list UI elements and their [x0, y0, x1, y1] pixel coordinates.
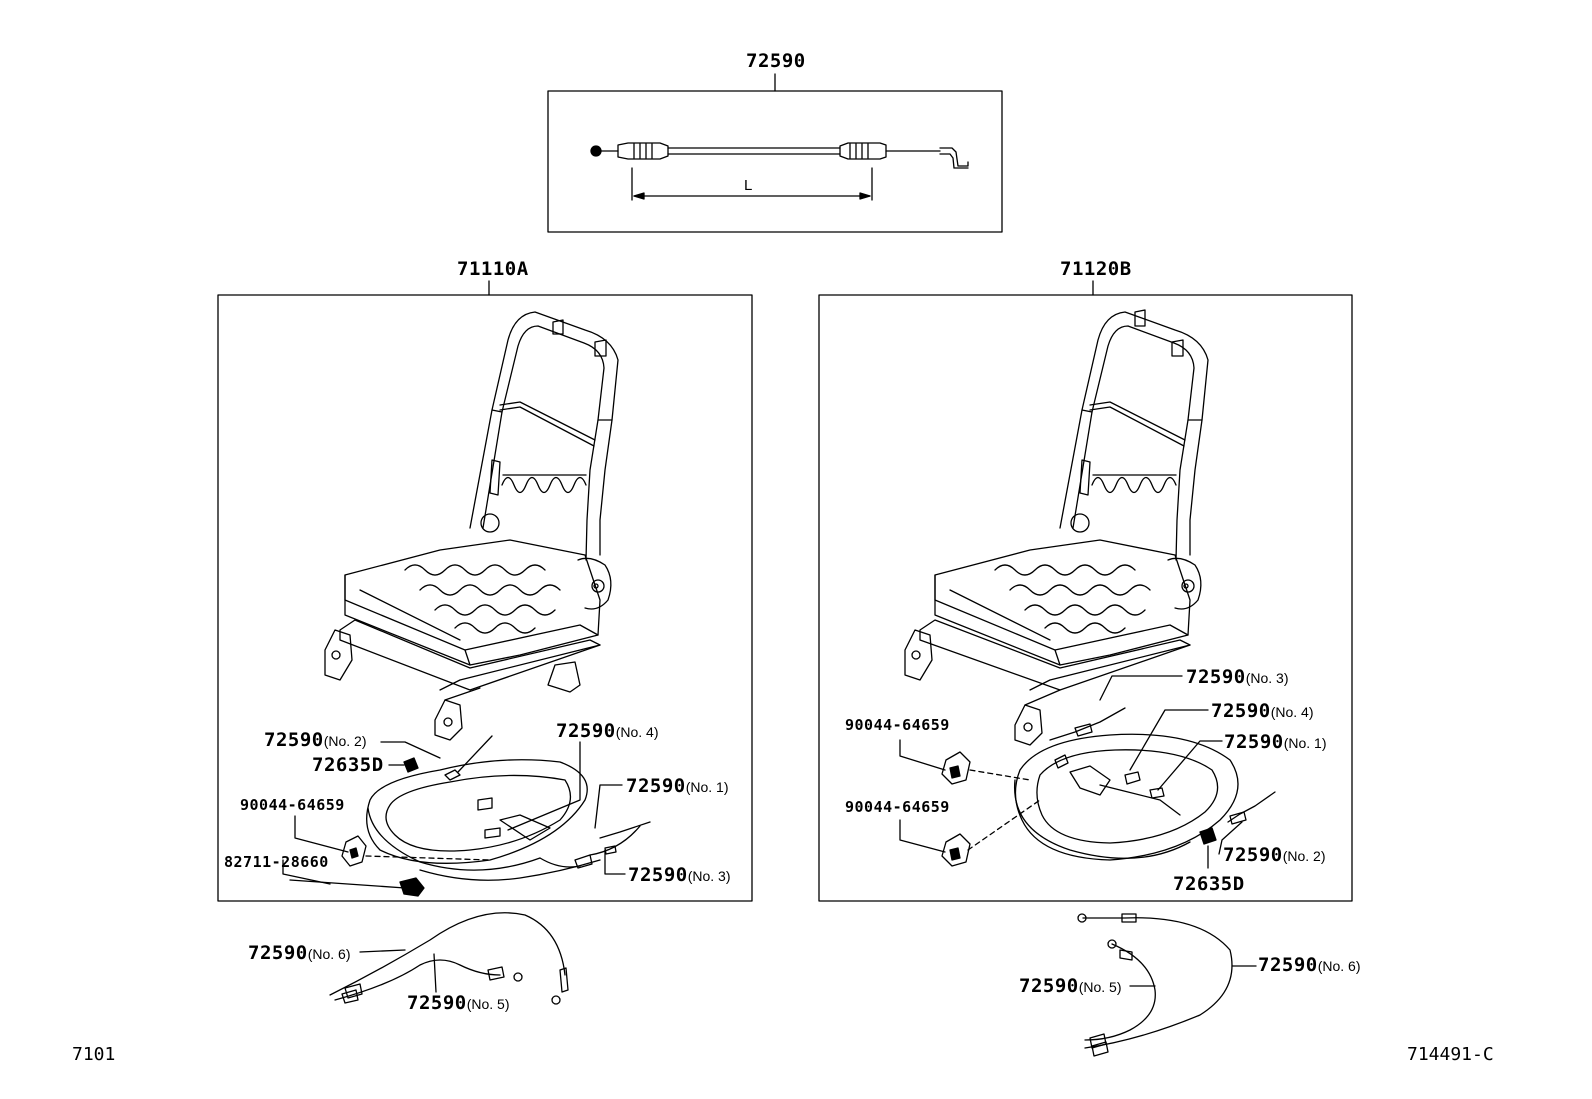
left-callout-cable-no3: 72590(No. 3): [628, 864, 731, 886]
right-callout-cable-no2: 72590(No. 2): [1223, 844, 1326, 866]
page-code-right: 714491-C: [1407, 1044, 1494, 1065]
top-cable-frame: [547, 90, 1003, 233]
left-callout-cable-no1: 72590(No. 1): [626, 775, 729, 797]
right-seat-frame-illustration: [904, 309, 1209, 746]
right-callout-clip-upper: 90044-64659: [845, 716, 950, 734]
right-outside-cables: [1077, 913, 1257, 1057]
left-callout-cover: 72635D: [312, 754, 384, 776]
right-assembly-group: [818, 280, 1353, 902]
left-cable-bundle: [366, 735, 651, 881]
left-callout-clip: 90044-64659: [240, 796, 345, 814]
right-callout-leaders: [899, 675, 1243, 869]
top-cable-group: [547, 73, 1003, 233]
left-assembly-part-number: 71110A: [457, 258, 529, 280]
left-outside-cable-no5: 72590(No. 5): [407, 992, 510, 1014]
left-seat-frame-illustration: [324, 311, 619, 741]
right-callout-cable-no4: 72590(No. 4): [1211, 700, 1314, 722]
right-outside-cable-no5: 72590(No. 5): [1019, 975, 1122, 997]
left-callout-cable-no2: 72590(No. 2): [264, 729, 367, 751]
cable-illustration: [590, 142, 969, 169]
dimension-l: [631, 167, 873, 201]
right-assembly-frame: [818, 294, 1353, 902]
left-outside-cables: [329, 912, 569, 1005]
left-callout-tie: 82711-28660: [224, 853, 329, 871]
right-callout-cable-no1: 72590(No. 1): [1224, 731, 1327, 753]
right-assembly-part-number: 71120B: [1060, 258, 1132, 280]
right-callout-cable-no3: 72590(No. 3): [1186, 666, 1289, 688]
page-code-left: 7101: [72, 1044, 116, 1065]
right-callout-clip-lower: 90044-64659: [845, 798, 950, 816]
left-callout-cable-no4: 72590(No. 4): [556, 720, 659, 742]
right-cable-bundle: [1013, 707, 1276, 861]
right-outside-cable-no6: 72590(No. 6): [1258, 954, 1361, 976]
dimension-l-label: L: [744, 177, 753, 194]
left-assembly-group: [217, 280, 753, 902]
left-assembly-frame: [217, 294, 753, 902]
left-callout-leaders: [282, 741, 626, 885]
right-small-parts: [941, 751, 1217, 867]
right-callout-cover: 72635D: [1173, 873, 1245, 895]
left-small-parts: [289, 757, 491, 897]
left-outside-cable-no6: 72590(No. 6): [248, 942, 351, 964]
top-cable-part-number: 72590: [746, 50, 806, 72]
